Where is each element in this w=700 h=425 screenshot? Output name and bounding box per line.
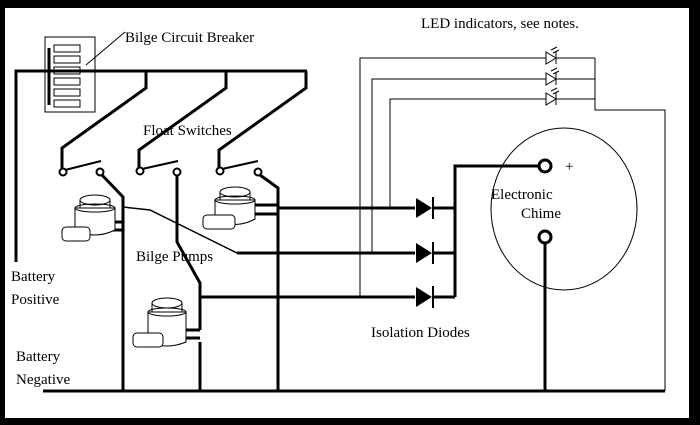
circuit-breaker xyxy=(44,31,126,113)
plus-sign: + xyxy=(565,159,573,175)
bilge-pump-2 xyxy=(202,186,256,230)
pump-wiring xyxy=(100,173,415,390)
battery-negative-label-2: Negative xyxy=(16,372,70,388)
electronic-chime xyxy=(490,127,638,391)
led-label: LED indicators, see notes. xyxy=(421,16,579,32)
chime-negative-terminal xyxy=(537,229,553,245)
chime-label-2: Chime xyxy=(521,206,561,222)
bilge-pumps-label: Bilge Pumps xyxy=(136,249,213,265)
led-icon xyxy=(545,87,560,106)
diodes-label: Isolation Diodes xyxy=(371,325,470,341)
diagram-background xyxy=(5,8,689,418)
battery-positive-label-1: Battery xyxy=(11,269,56,285)
bilge-pump-3 xyxy=(132,297,187,348)
led-icon xyxy=(545,67,560,86)
led-icon xyxy=(545,46,560,65)
breaker-label: Bilge Circuit Breaker xyxy=(125,30,254,46)
bilge-pump-1 xyxy=(61,194,116,242)
battery-positive-label-2: Positive xyxy=(11,292,60,308)
isolation-diodes xyxy=(416,164,539,308)
led-wiring xyxy=(359,57,666,391)
chime-positive-terminal xyxy=(537,158,553,174)
chime-label-1: Electronic xyxy=(491,187,553,203)
float-switches xyxy=(58,160,263,177)
float-switches-label: Float Switches xyxy=(143,123,232,139)
led-indicators xyxy=(545,46,560,106)
battery-negative-label-1: Battery xyxy=(16,349,61,365)
positive-wiring xyxy=(14,69,308,262)
